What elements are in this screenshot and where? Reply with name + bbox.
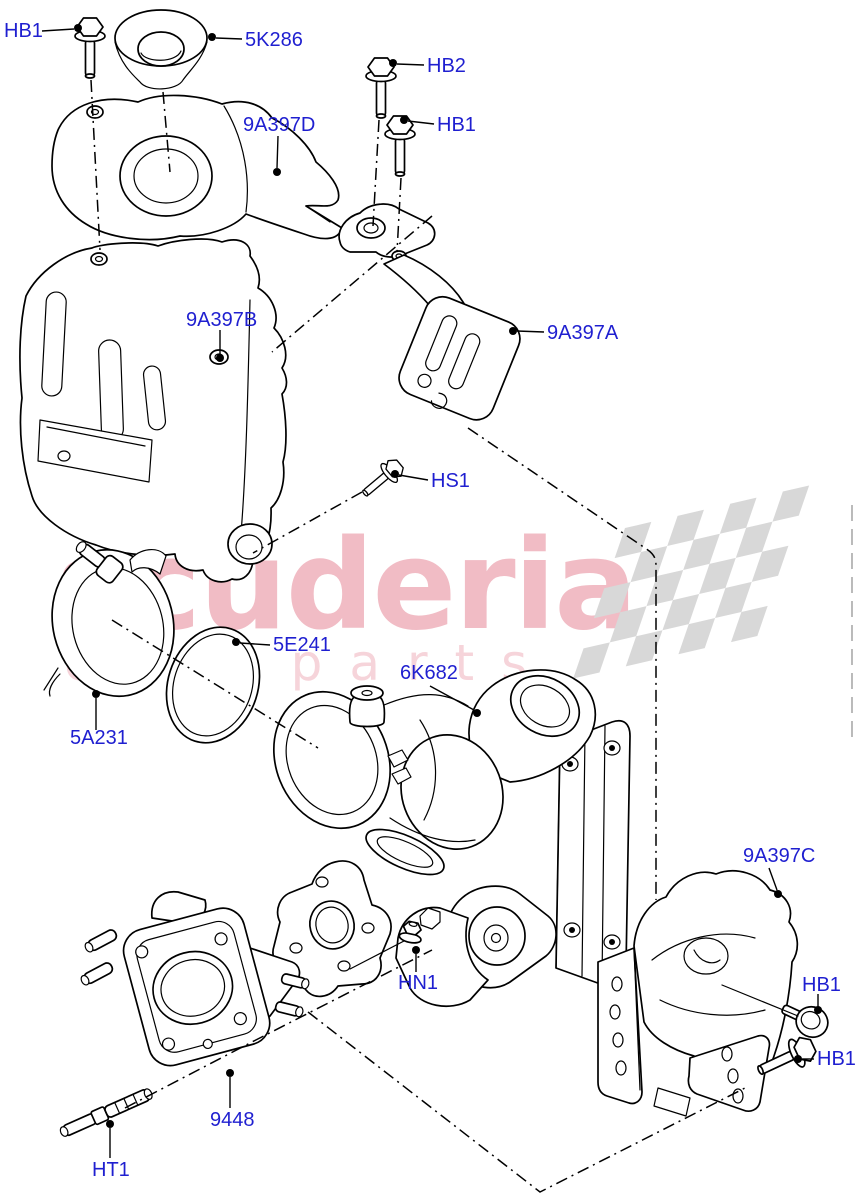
part-heat-shield-9a397b-drawing	[19, 238, 288, 583]
part-bolt-hs1	[355, 454, 409, 504]
callout-hb2[interactable]: HB2	[427, 55, 466, 77]
callout-hn1[interactable]: HN1	[398, 972, 438, 994]
callout-9a397c[interactable]: 9A397C	[743, 845, 815, 867]
part-bolt-hb1-mid-right	[781, 1004, 829, 1039]
part-bracket-9a397a-drawing	[338, 203, 521, 421]
part-nut-hn1-drawing	[398, 920, 422, 944]
assembly-centerlines	[90, 79, 799, 1193]
callout-9a397d[interactable]: 9A397D	[243, 114, 315, 136]
callout-5e241[interactable]: 5E241	[273, 634, 331, 656]
callout-6k682[interactable]: 6K682	[400, 662, 458, 684]
part-heat-shield-9a397c-drawing	[597, 870, 799, 1117]
part-bolt-hb2	[365, 57, 397, 119]
watermark: scuderia car parts	[56, 485, 853, 745]
callout-hb1-upper-right[interactable]: HB1	[437, 114, 476, 136]
callout-leaders	[41, 24, 822, 1158]
callout-5a231[interactable]: 5A231	[70, 727, 128, 749]
callout-ht1[interactable]: HT1	[92, 1159, 130, 1181]
callout-9a397b[interactable]: 9A397B	[186, 309, 257, 331]
callout-5k286[interactable]: 5K286	[245, 29, 303, 51]
checkered-flag-watermark	[573, 485, 810, 679]
part-bolt-hb1-upper-right	[384, 115, 416, 177]
part-insulator-5k286-drawing	[114, 9, 208, 90]
callout-9448[interactable]: 9448	[210, 1109, 255, 1131]
part-flange-9448-drawing	[80, 890, 310, 1067]
part-stud-ht1-drawing	[59, 1088, 153, 1137]
callout-hb1-mid-right[interactable]: HB1	[802, 974, 841, 996]
part-gasket-5e241-drawing	[165, 626, 261, 744]
callout-hb1-lower-right[interactable]: HB1	[817, 1048, 856, 1070]
part-heat-shield-9a397d-drawing	[51, 94, 343, 241]
callout-9a397a[interactable]: 9A397A	[547, 322, 619, 344]
callout-hb1-top-left[interactable]: HB1	[4, 20, 43, 42]
callout-hs1[interactable]: HS1	[431, 470, 470, 492]
callout-labels: HB1 5K286 HB2 HB1 9A397D 9A397B 9A397A H…	[4, 20, 856, 1181]
part-clamp-5a231-drawing	[43, 541, 175, 698]
part-turbocharger-6k682-drawing	[272, 669, 631, 1008]
